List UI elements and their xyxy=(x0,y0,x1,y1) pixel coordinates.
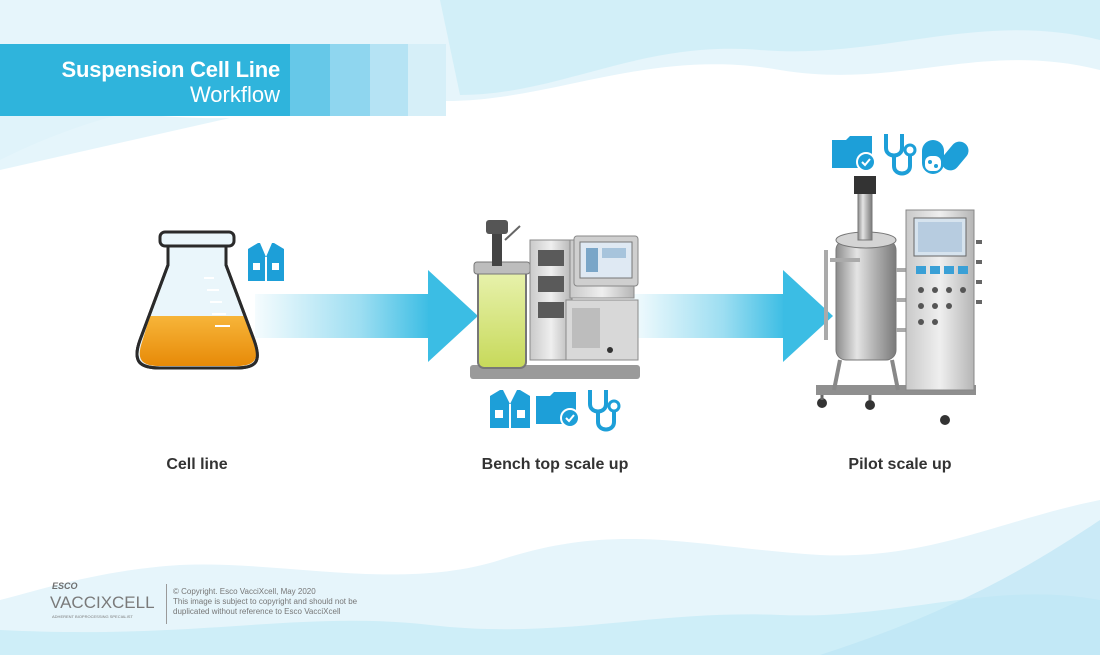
lab-coat-icon xyxy=(248,243,284,281)
logo-tagline-text: ADHERENT BIOPROCESSING SPECIALIST xyxy=(52,614,133,619)
copyright-text: © Copyright. Esco VacciXcell, May 2020 xyxy=(173,587,316,596)
logo-main-text: VACCIXCELL xyxy=(50,593,155,612)
notice-line-1: This image is subject to copyright and s… xyxy=(173,597,358,606)
notice-line-2: duplicated without reference to Esco Vac… xyxy=(173,607,341,616)
footer-divider xyxy=(166,584,167,624)
folder-check-icon xyxy=(536,392,580,428)
pilot-bioreactor-illustration xyxy=(816,176,982,425)
title-banner-stripe xyxy=(290,44,330,116)
folder-check-icon xyxy=(832,136,876,172)
stethoscope-icon xyxy=(884,134,917,176)
stage-label-cell-line: Cell line xyxy=(166,456,228,473)
page-title: Suspension Cell Line xyxy=(61,57,281,82)
lab-coat-icon xyxy=(490,390,530,428)
benchtop-bioreactor-illustration xyxy=(470,220,640,379)
stethoscope-icon xyxy=(588,390,621,432)
logo-top-text: ESCO xyxy=(52,581,78,591)
esco-vaccixcell-logo: ESCO VACCIXCELL ADHERENT BIOPROCESSING S… xyxy=(50,581,155,619)
title-banner-stripe xyxy=(370,44,408,116)
title-banner-stripe xyxy=(408,44,446,116)
footer-copyright-block: © Copyright. Esco VacciXcell, May 2020 T… xyxy=(173,587,393,617)
stage-label-bench-top: Bench top scale up xyxy=(481,456,629,473)
pills-icon xyxy=(922,140,969,174)
title-banner-main xyxy=(0,44,290,116)
flow-arrow-1 xyxy=(255,270,478,362)
page-subtitle: Workflow xyxy=(189,82,280,107)
stage-label-pilot: Pilot scale up xyxy=(848,456,952,473)
title-banner xyxy=(0,44,446,116)
erlenmeyer-flask-illustration xyxy=(135,230,259,370)
title-banner-stripe xyxy=(330,44,370,116)
flow-arrow-2 xyxy=(630,270,833,362)
